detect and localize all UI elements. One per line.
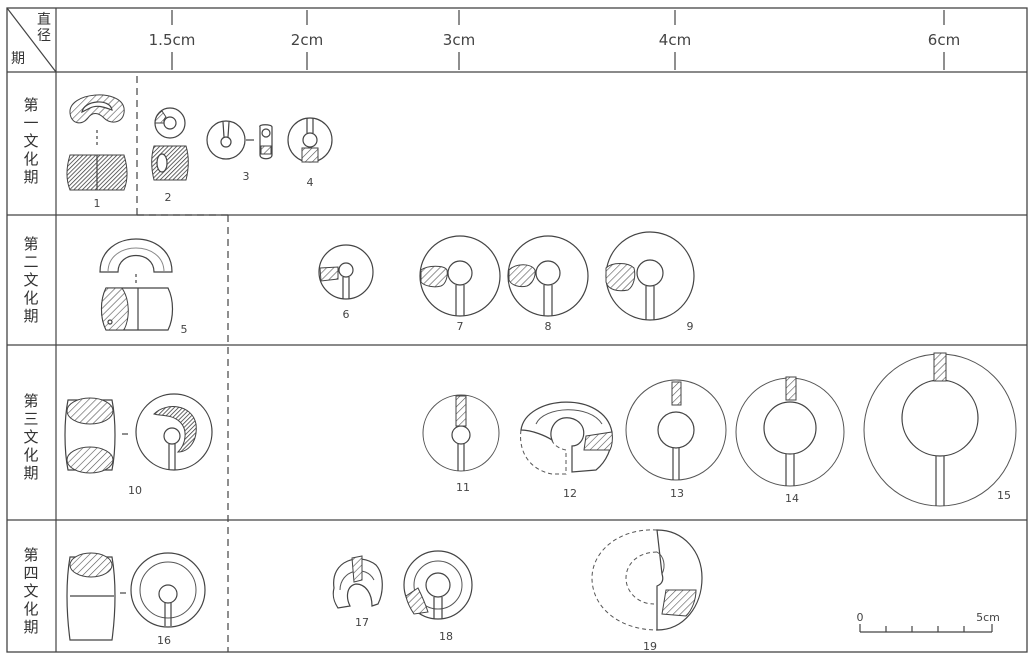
label-1: 1	[94, 197, 101, 210]
tick-3cm: 3cm	[443, 31, 475, 49]
svg-text:一: 一	[23, 114, 38, 132]
label-16: 16	[157, 634, 171, 647]
tick-6cm: 6cm	[928, 31, 960, 49]
svg-text:期: 期	[23, 168, 38, 186]
diameter-label-2: 径	[37, 28, 51, 44]
svg-text:三: 三	[23, 410, 38, 428]
label-3: 3	[243, 170, 250, 183]
svg-text:期: 期	[23, 618, 38, 636]
artifact-9	[605, 231, 695, 321]
svg-text:化: 化	[23, 289, 38, 307]
size-boundary	[136, 76, 229, 652]
svg-text:文: 文	[23, 132, 38, 150]
artifact-15	[863, 352, 1017, 507]
artifact-1	[66, 94, 128, 191]
tick-4cm: 4cm	[659, 31, 691, 49]
tick-1-5cm: 1.5cm	[149, 31, 196, 49]
artifact-14	[735, 376, 845, 487]
label-4: 4	[307, 176, 314, 189]
svg-text:文: 文	[23, 271, 38, 289]
svg-text:第: 第	[23, 235, 38, 253]
label-2: 2	[165, 191, 172, 204]
row-label-4: 第 四 文 化 期	[23, 546, 38, 636]
label-15: 15	[997, 489, 1011, 502]
label-13: 13	[670, 487, 684, 500]
label-6: 6	[343, 308, 350, 321]
svg-text:期: 期	[23, 307, 38, 325]
svg-text:文: 文	[23, 582, 38, 600]
header-diagonal	[6, 7, 57, 73]
artifact-12	[520, 401, 613, 475]
svg-text:文: 文	[23, 428, 38, 446]
svg-text:第: 第	[23, 546, 38, 564]
tick-2cm: 2cm	[291, 31, 323, 49]
label-19: 19	[643, 640, 657, 653]
svg-text:二: 二	[23, 253, 38, 271]
svg-text:化: 化	[23, 600, 38, 618]
artifact-13	[625, 379, 727, 481]
artifact-6	[318, 244, 374, 300]
artifact-11	[422, 394, 500, 472]
label-17: 17	[355, 616, 369, 629]
label-14: 14	[785, 492, 799, 505]
label-10: 10	[128, 484, 142, 497]
artifact-16	[66, 552, 206, 641]
artifact-17	[332, 555, 383, 609]
label-5: 5	[181, 323, 188, 336]
artifact-8	[507, 235, 589, 317]
scale-end: 5cm	[976, 611, 1000, 624]
row-label-3: 第 三 文 化 期	[23, 392, 38, 482]
artifact-2	[151, 107, 189, 181]
artifact-3	[206, 120, 273, 160]
svg-text:四: 四	[23, 564, 38, 582]
artifact-18	[403, 550, 473, 620]
artifact-19	[591, 529, 703, 631]
diameter-label-1: 直	[37, 11, 51, 28]
label-18: 18	[439, 630, 453, 643]
svg-text:第: 第	[23, 96, 38, 114]
label-9: 9	[687, 320, 694, 333]
artifact-4	[287, 117, 333, 163]
label-11: 11	[456, 481, 470, 494]
svg-text:化: 化	[23, 150, 38, 168]
artifact-10	[64, 393, 213, 474]
svg-text:化: 化	[23, 446, 38, 464]
scale-start: 0	[857, 611, 864, 624]
period-label: 期	[11, 51, 25, 67]
artifact-5	[99, 238, 174, 331]
label-12: 12	[563, 487, 577, 500]
row-label-2: 第 二 文 化 期	[23, 235, 38, 325]
label-7: 7	[457, 320, 464, 333]
scale-bar: 0 5cm	[857, 611, 1000, 633]
artifact-7	[419, 235, 501, 317]
label-8: 8	[545, 320, 552, 333]
svg-text:第: 第	[23, 392, 38, 410]
svg-text:期: 期	[23, 464, 38, 482]
row-label-1: 第 一 文 化 期	[23, 96, 38, 186]
header: 直 径 期 1.5cm 2cm 3cm 4cm 6cm	[11, 10, 960, 70]
